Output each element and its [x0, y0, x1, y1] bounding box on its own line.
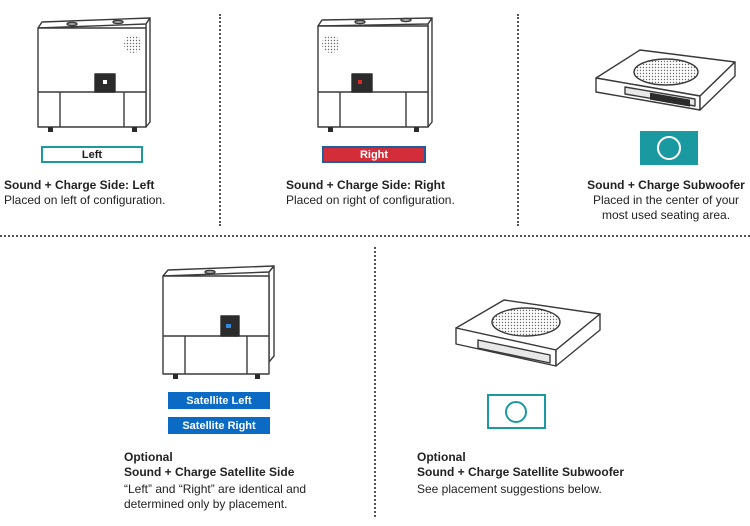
right-badge: Right [322, 146, 426, 163]
satellite-speaker-desc-line2: determined only by placement. [124, 497, 288, 511]
speaker-left-illustration [37, 17, 151, 132]
satellite-subwoofer-badge [487, 394, 546, 429]
satellite-speaker-info: Optional Sound + Charge Satellite Side “… [124, 450, 364, 512]
left-speaker-title: Sound + Charge Side: Left [4, 178, 155, 192]
divider-bottom [374, 247, 376, 517]
satellite-optional-label: Optional [124, 450, 173, 464]
satellite-speaker-illustration [162, 265, 275, 379]
divider-top-left [219, 14, 221, 226]
speaker-right-illustration [317, 17, 433, 132]
subwoofer-title: Sound + Charge Subwoofer [587, 178, 745, 192]
satellite-subwoofer-optional-label: Optional [417, 450, 466, 464]
circle-icon [505, 401, 527, 423]
satellite-speaker-title: Sound + Charge Satellite Side [124, 465, 295, 479]
left-badge: Left [41, 146, 143, 163]
subwoofer-desc-line2: most used seating area. [601, 208, 731, 222]
right-speaker-info: Sound + Charge Side: Right Placed on rig… [286, 178, 506, 208]
satellite-left-badge: Satellite Left [168, 392, 270, 409]
satellite-right-badge: Satellite Right [168, 417, 270, 434]
divider-top-right [517, 14, 519, 226]
circle-icon [657, 136, 681, 160]
satellite-subwoofer-info: Optional Sound + Charge Satellite Subwoo… [417, 450, 697, 497]
left-speaker-info: Sound + Charge Side: Left Placed on left… [4, 178, 214, 208]
subwoofer-badge [640, 131, 698, 165]
right-speaker-desc: Placed on right of configuration. [286, 193, 455, 207]
subwoofer-info: Sound + Charge Subwoofer Placed in the c… [578, 178, 750, 223]
left-speaker-desc: Placed on left of configuration. [4, 193, 166, 207]
divider-middle [0, 235, 750, 237]
satellite-subwoofer-illustration [455, 299, 601, 367]
subwoofer-desc-line1: Placed in the center of your [592, 193, 740, 207]
satellite-subwoofer-desc: See placement suggestions below. [417, 482, 602, 496]
satellite-speaker-desc-line1: “Left” and “Right” are identical and [124, 482, 307, 496]
right-speaker-title: Sound + Charge Side: Right [286, 178, 446, 192]
subwoofer-illustration [595, 49, 736, 111]
satellite-subwoofer-title: Sound + Charge Satellite Subwoofer [417, 465, 625, 479]
